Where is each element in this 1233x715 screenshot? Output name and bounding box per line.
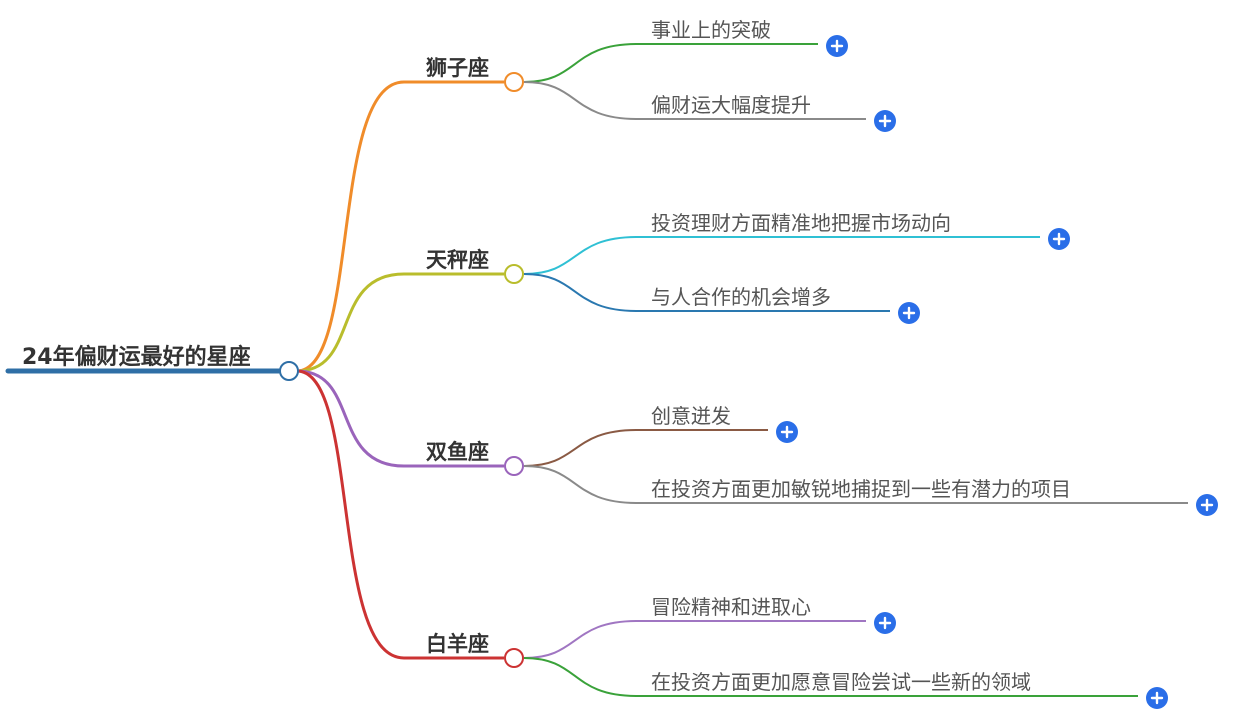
leaf-edge [523, 236, 638, 275]
leaf-edge [523, 620, 638, 659]
leaf-edge [523, 273, 638, 312]
expand-button[interactable] [776, 421, 798, 443]
leaf-edge [523, 657, 638, 697]
branch-label: 白羊座 [426, 632, 489, 656]
leaf-label: 在投资方面更加愿意冒险尝试一些新的领域 [651, 670, 1031, 694]
branch-label: 狮子座 [426, 56, 489, 80]
leaf-label: 事业上的突破 [651, 18, 771, 42]
leaf-label: 与人合作的机会增多 [651, 285, 831, 309]
leaf-edge [523, 429, 638, 467]
branch-edge [296, 272, 504, 373]
connector-layer [279, 72, 524, 668]
plus-icon [1150, 691, 1164, 705]
leaf-edge [523, 81, 638, 120]
plus-icon [1052, 232, 1066, 246]
branch-toggle[interactable] [504, 72, 524, 92]
plus-icon [1200, 498, 1214, 512]
expand-button-layer [776, 35, 1218, 709]
edge-layer [296, 43, 638, 697]
expand-button[interactable] [874, 612, 896, 634]
branch-edge [296, 80, 504, 373]
leaf-label: 冒险精神和进取心 [651, 595, 811, 619]
leaf-label: 在投资方面更加敏锐地捕捉到一些有潜力的项目 [651, 477, 1071, 501]
root-toggle[interactable] [279, 361, 299, 381]
expand-button[interactable] [874, 110, 896, 132]
expand-button[interactable] [898, 302, 920, 324]
branch-label: 双鱼座 [426, 440, 489, 464]
underline-layer [5, 43, 1188, 697]
expand-button[interactable] [1196, 494, 1218, 516]
branch-edge [296, 369, 504, 468]
branch-toggle[interactable] [504, 648, 524, 668]
branch-toggle[interactable] [504, 264, 524, 284]
expand-button[interactable] [826, 35, 848, 57]
branch-edge [296, 369, 504, 660]
leaf-label: 创意迸发 [651, 404, 731, 428]
plus-icon [878, 616, 892, 630]
plus-icon [878, 114, 892, 128]
expand-button[interactable] [1146, 687, 1168, 709]
plus-icon [830, 39, 844, 53]
root-label: 24年偏财运最好的星座 [22, 344, 251, 370]
expand-button[interactable] [1048, 228, 1070, 250]
plus-icon [780, 425, 794, 439]
leaf-edge [523, 465, 638, 504]
leaf-edge [523, 43, 638, 83]
leaf-label: 投资理财方面精准地把握市场动向 [651, 211, 951, 235]
branch-toggle[interactable] [504, 456, 524, 476]
leaf-label: 偏财运大幅度提升 [651, 93, 811, 117]
branch-label: 天秤座 [426, 248, 489, 272]
plus-icon [902, 306, 916, 320]
